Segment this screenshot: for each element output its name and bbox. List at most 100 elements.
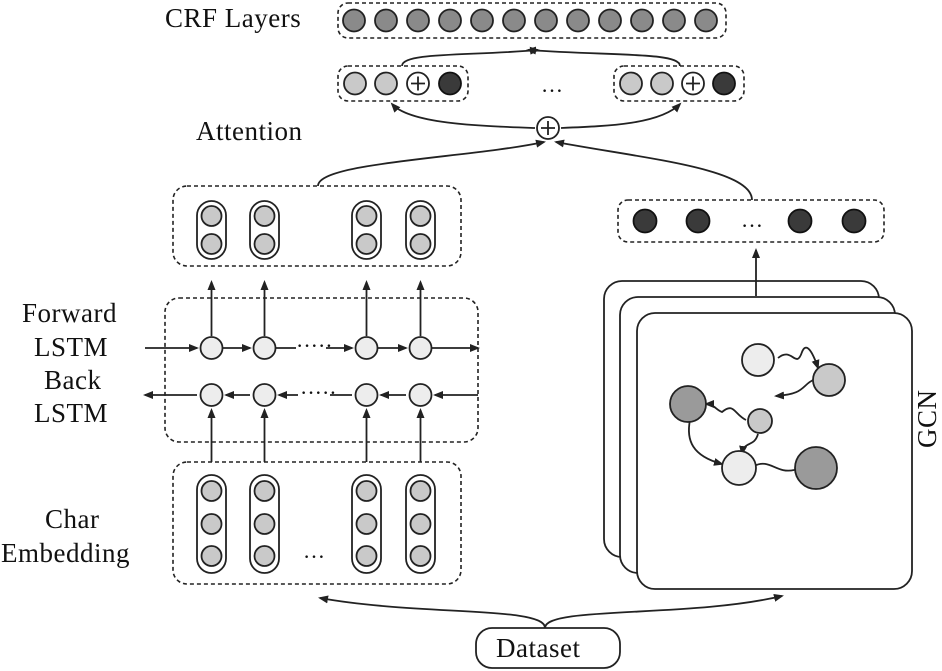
dataset-label: Dataset <box>496 633 580 663</box>
crf-layers-label: CRF Layers <box>165 3 301 33</box>
concat-node <box>650 71 674 96</box>
graph-node <box>669 385 707 423</box>
gcn-output-node <box>685 208 711 234</box>
graph-node <box>721 450 757 486</box>
graph-edge <box>704 400 747 421</box>
back-ellipsis: ····· <box>300 380 337 405</box>
gcn-output-node <box>841 208 867 234</box>
crf-node <box>406 8 430 33</box>
back-lstm-cell <box>199 383 224 407</box>
graph-edge <box>777 346 820 370</box>
concat-to-crf-arrow-right <box>526 46 681 67</box>
forward-lstm-cell <box>199 336 224 360</box>
crf-node <box>694 8 718 33</box>
forward-lstm-cell <box>252 336 277 360</box>
embedding-node <box>200 545 223 567</box>
embedding-node <box>253 513 276 535</box>
output-node <box>253 205 276 227</box>
output-node <box>409 233 432 255</box>
concat-node <box>374 71 398 96</box>
forward-lstm-label-2: LSTM <box>34 332 108 362</box>
embedding-node <box>409 513 432 535</box>
graph-node <box>741 343 775 377</box>
dataset-to-gcn-arrow <box>544 593 784 629</box>
output-node <box>200 233 223 255</box>
embedding-node <box>355 513 378 535</box>
embedding-node <box>200 480 223 502</box>
bilstm-box <box>164 297 479 443</box>
graph-node <box>747 408 773 434</box>
embedding-ellipsis: … <box>303 538 325 563</box>
plus-icon <box>681 71 705 96</box>
embedding-node <box>355 480 378 502</box>
gcn-output-nodes: … <box>632 207 867 234</box>
output-node <box>409 205 432 227</box>
attention-label: Attention <box>196 116 303 146</box>
crf-node <box>374 8 398 33</box>
forward-lstm-row: ····· <box>145 333 480 360</box>
attention-to-left-arrow <box>390 102 536 129</box>
embedding-node <box>409 480 432 502</box>
concat-node-dark <box>712 71 736 96</box>
back-lstm-row: ····· <box>143 380 478 407</box>
embedding-node <box>200 513 223 535</box>
crf-layer-box <box>337 2 727 39</box>
crf-node <box>470 8 494 33</box>
concat-to-crf-arrow-left <box>401 46 540 67</box>
char-embedding-box <box>172 461 462 585</box>
gcn-output-ellipsis: … <box>741 207 763 232</box>
crf-node <box>598 8 622 33</box>
dataset-box <box>475 627 621 669</box>
embedding-node <box>253 545 276 567</box>
forward-lstm-label-1: Forward <box>22 298 117 328</box>
char-embedding-label-2: Embedding <box>1 538 130 568</box>
crf-node <box>630 8 654 33</box>
gcn-layer-front <box>636 312 913 590</box>
crf-node <box>662 8 686 33</box>
gcn-output-node <box>632 208 658 234</box>
dataset-to-embedding-arrow <box>318 595 546 629</box>
bilstm-to-attention-arrow <box>317 139 546 187</box>
crf-node <box>438 8 462 33</box>
back-lstm-label-2: LSTM <box>34 398 108 428</box>
concat-box-right <box>613 65 745 102</box>
bilstm-output-box <box>172 185 462 267</box>
embedding-node <box>253 480 276 502</box>
gcn-to-attention-arrow <box>554 139 753 201</box>
output-node <box>355 205 378 227</box>
gcn-label: GCN <box>912 389 942 448</box>
forward-ellipsis: ····· <box>296 333 333 358</box>
back-lstm-cell <box>408 383 433 407</box>
output-node <box>253 233 276 255</box>
crf-node <box>534 8 558 33</box>
gcn-output-node <box>787 208 813 234</box>
output-node <box>355 233 378 255</box>
graph-node <box>794 446 838 490</box>
attention-to-right-arrow <box>560 102 682 129</box>
char-embedding-vectors: … <box>196 474 436 574</box>
concat-ellipsis: … <box>541 72 563 97</box>
crf-node <box>502 8 526 33</box>
concat-node <box>619 71 643 96</box>
char-embedding-label-1: Char <box>45 504 99 534</box>
crf-node <box>342 8 366 33</box>
graph-edge <box>688 419 724 466</box>
forward-lstm-cell <box>354 336 379 360</box>
embedding-node <box>409 545 432 567</box>
output-node <box>200 205 223 227</box>
back-lstm-cell <box>252 383 277 407</box>
embedding-node <box>355 545 378 567</box>
forward-lstm-cell <box>408 336 433 360</box>
back-lstm-label-1: Back <box>44 365 101 395</box>
crf-nodes <box>342 8 718 33</box>
gcn-output-box <box>617 199 885 243</box>
attention-plus-icon <box>536 116 560 140</box>
back-lstm-cell <box>354 383 379 407</box>
concat-node <box>343 71 367 96</box>
graph-node <box>812 363 846 397</box>
plus-icon <box>406 71 430 96</box>
concat-box-left <box>337 65 469 102</box>
crf-node <box>566 8 590 33</box>
concat-node-dark <box>438 71 462 96</box>
